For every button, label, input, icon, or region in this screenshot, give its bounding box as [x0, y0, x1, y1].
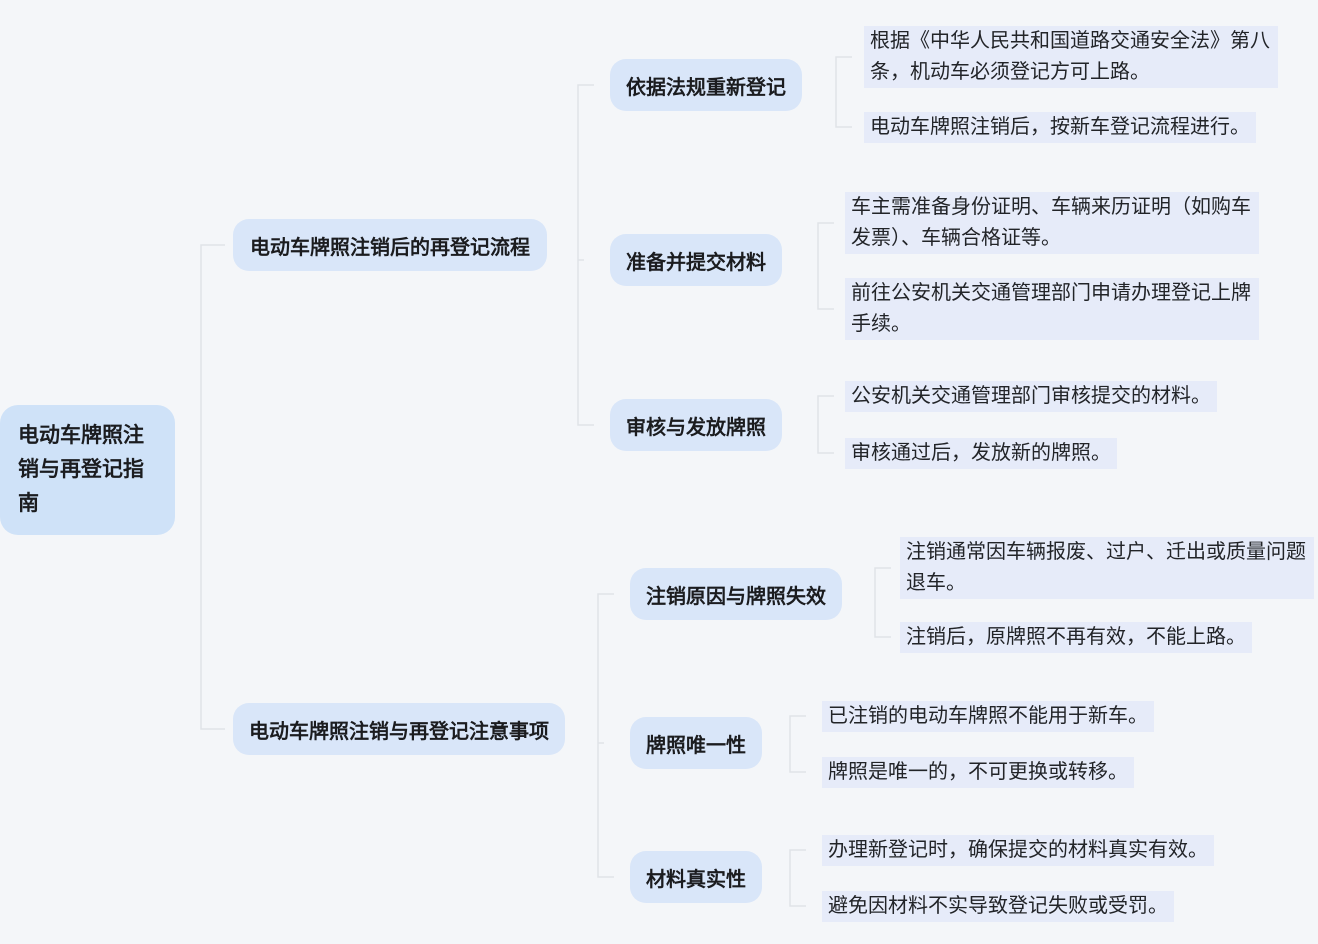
leaf-text[interactable]: 公安机关交通管理部门审核提交的材料。: [845, 381, 1217, 412]
topic-node-cancellation-reasons[interactable]: 注销原因与牌照失效: [630, 568, 842, 620]
connector-branch1-to-children: [577, 84, 594, 426]
connector-topic12-to-leaves: [817, 222, 834, 310]
leaf-text[interactable]: 车主需准备身份证明、车辆来历证明（如购车发票）、车辆合格证等。: [845, 192, 1259, 254]
topic-node-plate-uniqueness[interactable]: 牌照唯一性: [630, 717, 762, 769]
connector-branch2-to-children: [597, 593, 614, 878]
leaf-text[interactable]: 办理新登记时，确保提交的材料真实有效。: [822, 835, 1214, 866]
leaf-text[interactable]: 电动车牌照注销后，按新车登记流程进行。: [864, 112, 1256, 143]
leaf-text[interactable]: 牌照是唯一的，不可更换或转移。: [822, 757, 1134, 788]
leaf-text[interactable]: 已注销的电动车牌照不能用于新车。: [822, 701, 1154, 732]
leaf-text[interactable]: 根据《中华人民共和国道路交通安全法》第八条，机动车必须登记方可上路。: [864, 26, 1278, 88]
topic-node-reregister-per-regulations[interactable]: 依据法规重新登记: [610, 59, 802, 111]
topic-node-prepare-submit-materials[interactable]: 准备并提交材料: [610, 234, 782, 286]
leaf-text[interactable]: 审核通过后，发放新的牌照。: [845, 438, 1117, 469]
connector-topic23-to-leaves: [789, 849, 806, 907]
connector-topic11-to-leaves: [835, 56, 852, 128]
connector-topic13-to-leaves: [817, 395, 834, 454]
root-node[interactable]: 电动车牌照注销与再登记指南: [0, 405, 175, 535]
connector-topic22-to-leaves: [789, 715, 806, 773]
connector-root-to-branches: [200, 244, 225, 730]
branch-node-reregistration-process[interactable]: 电动车牌照注销后的再登记流程: [233, 219, 547, 271]
branch-node-precautions[interactable]: 电动车牌照注销与再登记注意事项: [233, 703, 565, 755]
topic-node-review-issue-plate[interactable]: 审核与发放牌照: [610, 399, 782, 451]
leaf-text[interactable]: 前往公安机关交通管理部门申请办理登记上牌手续。: [845, 278, 1259, 340]
leaf-text[interactable]: 避免因材料不实导致登记失败或受罚。: [822, 891, 1174, 922]
connector-topic21-to-leaves: [874, 567, 891, 638]
leaf-text[interactable]: 注销后，原牌照不再有效，不能上路。: [900, 622, 1252, 653]
topic-node-material-authenticity[interactable]: 材料真实性: [630, 851, 762, 903]
leaf-text[interactable]: 注销通常因车辆报废、过户、迁出或质量问题退车。: [900, 537, 1314, 599]
